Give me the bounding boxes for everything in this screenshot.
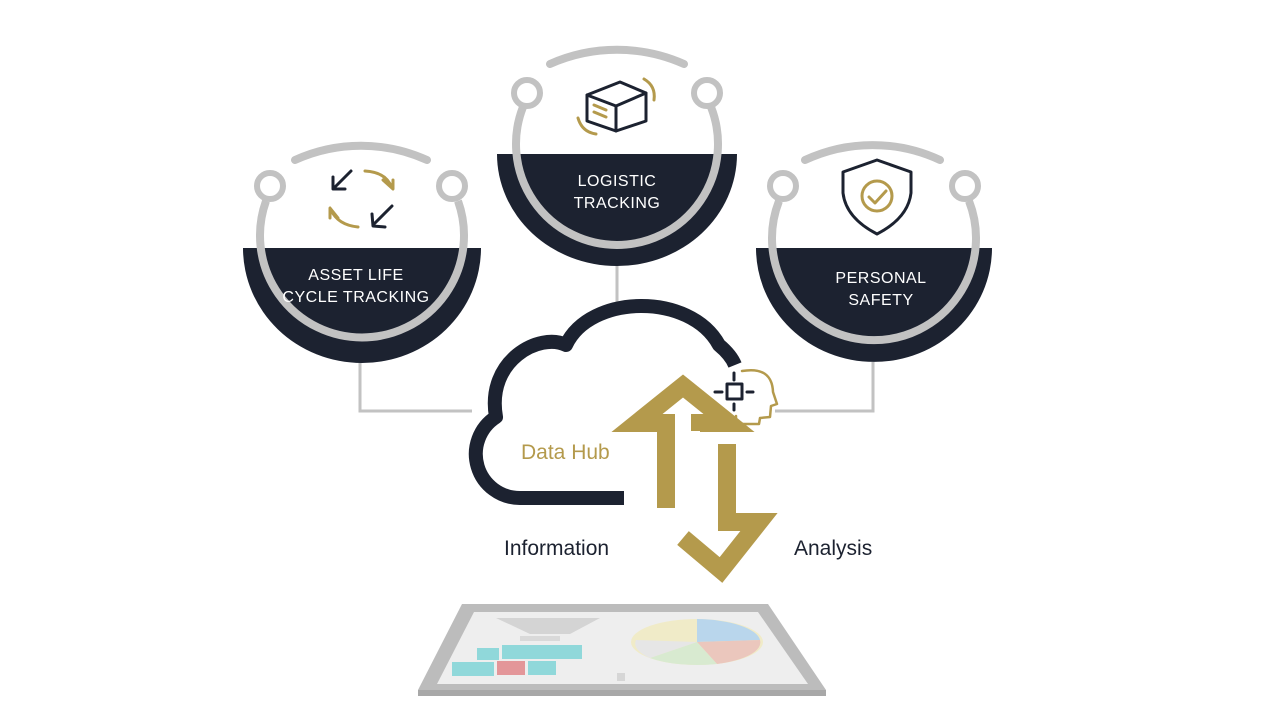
node-logistic-label-line2: TRACKING — [573, 195, 661, 212]
analysis-label: Analysis — [794, 537, 873, 560]
connector-lines — [358, 262, 875, 413]
node-asset-knob-right — [436, 170, 468, 202]
shield-check-icon — [841, 158, 913, 236]
data-hub-label: Data Hub — [521, 441, 610, 464]
node-asset-top-arc — [291, 141, 431, 164]
node-safety-top-arc — [801, 141, 944, 164]
node-safety-label-line2: SAFETY — [848, 292, 914, 309]
tablet-screen-content — [452, 618, 763, 676]
node-asset-label-line2: CYCLE TRACKING — [282, 289, 430, 306]
bidirectional-arrow-icon — [611, 374, 778, 583]
node-logistic-ring — [512, 105, 722, 249]
node-safety-knob-right — [949, 170, 981, 202]
node-logistic-half-disc — [497, 154, 737, 266]
connector-asset — [358, 362, 472, 413]
node-asset-knob-left — [254, 170, 286, 202]
node-safety-knob-left — [767, 170, 799, 202]
node-safety-label-line1: PERSONAL — [835, 270, 927, 287]
node-asset-label-line1: ASSET LIFE — [308, 267, 404, 284]
node-logistic-top-arc — [546, 45, 688, 68]
cycle-arrows-icon — [328, 169, 395, 229]
node-logistic-knob-right — [691, 77, 723, 109]
connector-safety — [775, 362, 875, 413]
node-safety-ring — [768, 199, 980, 345]
node-asset-half-disc — [243, 248, 481, 363]
tablet-device — [418, 604, 826, 696]
cloud-outline — [468, 299, 742, 506]
information-label: Information — [504, 537, 610, 560]
node-logistic-knob-left — [511, 77, 543, 109]
node-asset-label: ASSET LIFE CYCLE TRACKING — [256, 265, 456, 309]
node-logistic-label: LOGISTIC TRACKING — [517, 171, 717, 215]
node-safety-label: PERSONAL SAFETY — [781, 268, 981, 312]
node-logistic — [497, 45, 737, 266]
node-logistic-label-line1: LOGISTIC — [577, 173, 657, 190]
node-safety-half-disc — [756, 248, 992, 362]
node-asset-ring — [256, 199, 468, 342]
node-safety — [756, 141, 992, 362]
ai-head-icon — [713, 368, 779, 426]
box-icon — [576, 77, 656, 136]
node-asset — [243, 141, 481, 363]
